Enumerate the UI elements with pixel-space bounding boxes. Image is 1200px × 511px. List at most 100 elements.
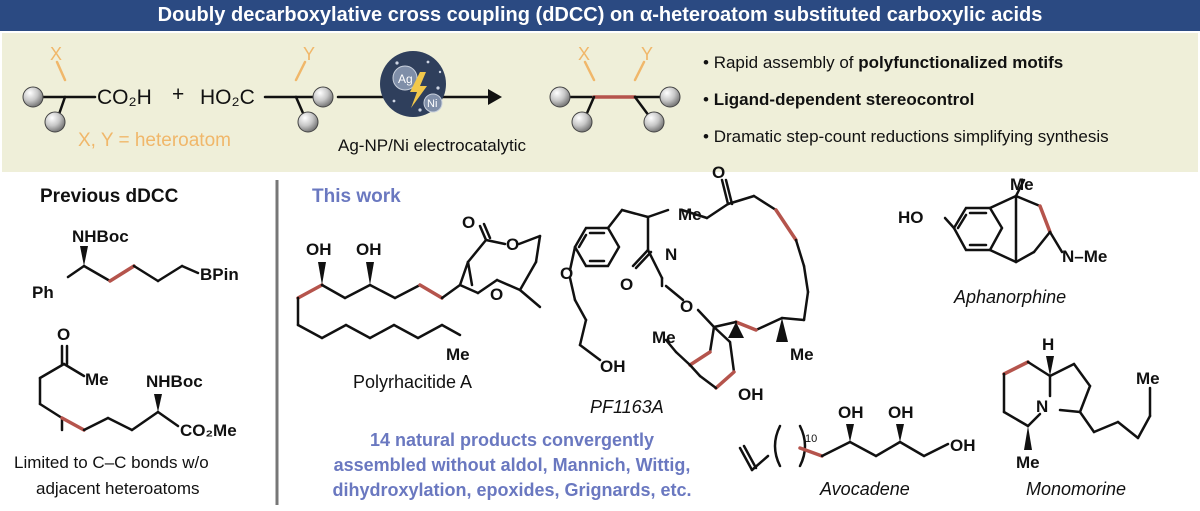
substituent-sphere: [659, 86, 681, 108]
pf1163a-n: N: [665, 245, 677, 264]
substituent-sphere: [297, 111, 319, 133]
x-label-product: X: [578, 44, 590, 64]
polyrhacitide-o-lactone: O: [506, 235, 519, 254]
pf1163a-o-ester: O: [680, 297, 693, 316]
nhboc-label: NHBoc: [72, 227, 129, 246]
co2h-group: CO₂H: [97, 86, 152, 109]
monomorine-h: H: [1042, 335, 1054, 354]
pf1163a-oh-side: OH: [738, 385, 764, 404]
arrowhead: [488, 89, 502, 105]
polyrhacitide-o-ether: O: [490, 285, 503, 304]
hash-bond: [1046, 356, 1054, 376]
polyrhacitide-oh-2: OH: [356, 240, 382, 259]
new-cc-bond: [1002, 360, 1030, 376]
pf1163a-structure: [568, 178, 810, 390]
ni-particle: [423, 93, 443, 113]
previous-example-2: [38, 344, 180, 432]
pf1163a-me-n: Me: [678, 205, 702, 224]
aphanorphine-n-me: N–Me: [1062, 247, 1107, 266]
nhboc-label-2: NHBoc: [146, 372, 203, 391]
wedge-bond: [80, 246, 88, 266]
new-cc-bond: [688, 350, 712, 367]
wedge-bond: [318, 262, 326, 285]
substituent-sphere: [571, 111, 593, 133]
reaction-panel: [2, 33, 1198, 172]
avocadene-oh-1: OH: [838, 403, 864, 422]
substituent-sphere: [44, 111, 66, 133]
aphanorphine-ho: HO: [898, 208, 924, 227]
wedge-bond: [1024, 426, 1032, 450]
benefit-1: • Rapid assembly of polyfunctionalized m…: [703, 53, 1063, 72]
header-title: Doubly decarboxylative cross coupling (d…: [157, 4, 1043, 26]
wedge-bond: [366, 262, 374, 285]
avocadene-structure: [738, 424, 950, 472]
aphanorphine-name: Aphanorphine: [953, 287, 1066, 307]
summary-line-2: assembled without aldol, Mannich, Wittig…: [334, 455, 691, 475]
substituent-sphere: [22, 86, 44, 108]
pf1163a-o-carbonyl: O: [620, 275, 633, 294]
previous-caption-1: Limited to C–C bonds w/o: [14, 453, 209, 472]
substituent-sphere: [312, 86, 334, 108]
polyrhacitide-structure: [296, 222, 542, 340]
monomorine-me-1: Me: [1016, 453, 1040, 472]
aphanorphine-me: Me: [1010, 175, 1034, 194]
benefit-3: • Dramatic step-count reductions simplif…: [703, 127, 1109, 146]
pf1163a-et-me: Me: [652, 328, 676, 347]
benefit-2: • Ligand-dependent stereocontrol: [703, 90, 974, 109]
pf1163a-oh-terminal: OH: [600, 357, 626, 376]
pf1163a-o-ether: O: [560, 264, 573, 283]
summary-text: 14 natural products convergently assembl…: [332, 430, 691, 500]
pf1163a-o-amide: O: [712, 163, 725, 182]
catalyst-badge: Ag Ni: [380, 51, 446, 117]
monomorine-me-2: Me: [1136, 369, 1160, 388]
new-cc-bond: [108, 264, 136, 283]
new-cc-bond: [1038, 204, 1052, 234]
substituent-sphere: [643, 111, 665, 133]
ketone-o-label: O: [57, 325, 70, 344]
new-cc-bond: [714, 370, 736, 390]
polyrhacitide-me: Me: [446, 345, 470, 364]
polyrhacitide-oh-1: OH: [306, 240, 332, 259]
wedge-bond: [728, 322, 744, 338]
new-cc-bond: [798, 446, 824, 458]
hash-bond: [154, 394, 162, 412]
wedge-bond: [846, 424, 854, 442]
avocadene-name: Avocadene: [819, 479, 910, 499]
wedge-bond: [776, 318, 788, 342]
pf1163a-name: PF1163A: [590, 397, 664, 417]
y-bond: [294, 60, 307, 82]
new-cc-bond: [418, 283, 444, 300]
x-bond: [55, 60, 67, 82]
plus-sign: +: [172, 83, 184, 106]
summary-line-3: dihydroxylation, epoxides, Grignards, et…: [332, 480, 691, 500]
heteroatom-note: X, Y = heteroatom: [78, 130, 231, 151]
x-label: X: [50, 44, 62, 64]
previous-example-1: [66, 264, 200, 283]
avocadene-subscript: 10: [805, 433, 817, 445]
avocadene-oh-3: OH: [950, 436, 976, 455]
bolt-icon: [410, 72, 427, 108]
previous-title: Previous dDCC: [40, 186, 179, 207]
new-cc-bond: [296, 283, 324, 300]
catalyst-caption: Ag-NP/Ni electrocatalytic: [338, 136, 527, 155]
polyrhacitide-name: Polyrhacitide A: [353, 372, 472, 392]
ag-label: Ag: [398, 72, 413, 86]
ho2c-group: HO₂C: [200, 86, 255, 109]
ni-label: Ni: [427, 98, 437, 110]
monomorine-n: N: [1036, 397, 1048, 416]
bpin-label: BPin: [200, 265, 239, 284]
x-bond: [583, 60, 596, 82]
new-cc-bond: [774, 208, 798, 242]
previous-caption-2: adjacent heteroatoms: [36, 479, 200, 498]
y-label: Y: [303, 44, 315, 64]
y-bond: [633, 60, 646, 82]
benefits-list: • Rapid assembly of polyfunctionalized m…: [703, 53, 1109, 146]
y-label-product: Y: [641, 44, 653, 64]
polyrhacitide-o-carbonyl: O: [462, 213, 475, 232]
header-banner: Doubly decarboxylative cross coupling (d…: [0, 0, 1200, 31]
new-cc-bond: [60, 416, 86, 432]
me-label: Me: [85, 370, 109, 389]
aphanorphine-structure: [943, 178, 1064, 264]
